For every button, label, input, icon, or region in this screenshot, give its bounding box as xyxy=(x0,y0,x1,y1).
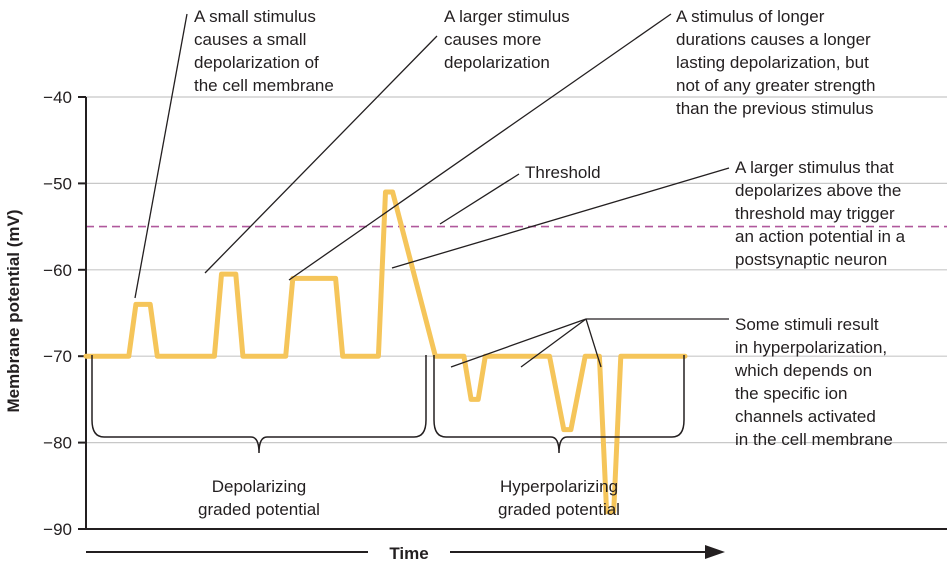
annotation-threshold-trigger: an action potential in a xyxy=(735,227,906,246)
annotation-threshold-trigger: postsynaptic neuron xyxy=(735,250,887,269)
depolarizing-brace xyxy=(91,419,427,454)
annotation-longer: durations causes a longer xyxy=(676,30,871,49)
annotation-hyper: which depends on xyxy=(734,361,872,380)
annotation-small: the cell membrane xyxy=(194,76,334,95)
annotation-hyper: in hyperpolarization, xyxy=(735,338,887,357)
annotation-longer: not of any greater strength xyxy=(676,76,875,95)
time-arrow-head xyxy=(705,545,725,559)
leader-small-stimulus xyxy=(134,13,188,299)
y-tick-label: −80 xyxy=(43,434,72,453)
leader-hyper-3 xyxy=(585,318,602,368)
grid-lines xyxy=(86,96,947,444)
membrane-potential-trace xyxy=(83,189,688,515)
leader-longer-stimulus xyxy=(288,13,672,281)
annotation-longer: A stimulus of longer xyxy=(676,7,825,26)
annotation-threshold-trigger: depolarizes above the xyxy=(735,181,901,200)
annotation-small: depolarization of xyxy=(194,53,319,72)
axes xyxy=(85,97,947,559)
y-tick-label: −40 xyxy=(43,88,72,107)
leader-hyper-2 xyxy=(520,318,587,368)
depolarizing-group-label: Depolarizing xyxy=(212,477,307,496)
y-tick-labels: −40 −50 −60 −70 −80 −90 xyxy=(43,88,86,539)
hyperpolarizing-group-label: graded potential xyxy=(498,500,620,519)
y-tick-label: −50 xyxy=(43,174,72,193)
annotation-leader-lines xyxy=(134,13,730,368)
leader-larger-stimulus xyxy=(204,35,438,274)
leader-threshold xyxy=(439,173,520,225)
y-tick-label: −70 xyxy=(43,347,72,366)
annotation-small: causes a small xyxy=(194,30,306,49)
leader-hyper-1 xyxy=(450,318,587,368)
annotation-larger: causes more xyxy=(444,30,541,49)
hyperpolarizing-group-label: Hyperpolarizing xyxy=(500,477,618,496)
y-axis-label: Membrane potential (mV) xyxy=(4,209,23,412)
annotation-hyper: the specific ion xyxy=(735,384,847,403)
y-tick-label: −60 xyxy=(43,261,72,280)
annotation-threshold-trigger: A larger stimulus that xyxy=(735,158,894,177)
annotation-larger: depolarization xyxy=(444,53,550,72)
annotation-longer: lasting depolarization, but xyxy=(676,53,869,72)
leader-threshold-trigger xyxy=(391,167,730,269)
depolarizing-group-label: graded potential xyxy=(198,500,320,519)
annotation-hyper: channels activated xyxy=(735,407,876,426)
annotation-small: A small stimulus xyxy=(194,7,316,26)
annotation-larger: A larger stimulus xyxy=(444,7,570,26)
hyperpolarizing-brace xyxy=(433,419,685,454)
annotation-hyper: Some stimuli result xyxy=(735,315,879,334)
annotation-threshold-trigger: threshold may trigger xyxy=(735,204,895,223)
annotation-hyper: in the cell membrane xyxy=(735,430,893,449)
braces: Depolarizing graded potential Hyperpolariz… xyxy=(91,355,685,519)
threshold-label: Threshold xyxy=(525,163,601,182)
annotations: A small stimulus causes a small depolariza… xyxy=(194,7,906,449)
y-tick-label: −90 xyxy=(43,520,72,539)
annotation-longer: than the previous stimulus xyxy=(676,99,874,118)
x-axis-label: Time xyxy=(389,544,428,563)
